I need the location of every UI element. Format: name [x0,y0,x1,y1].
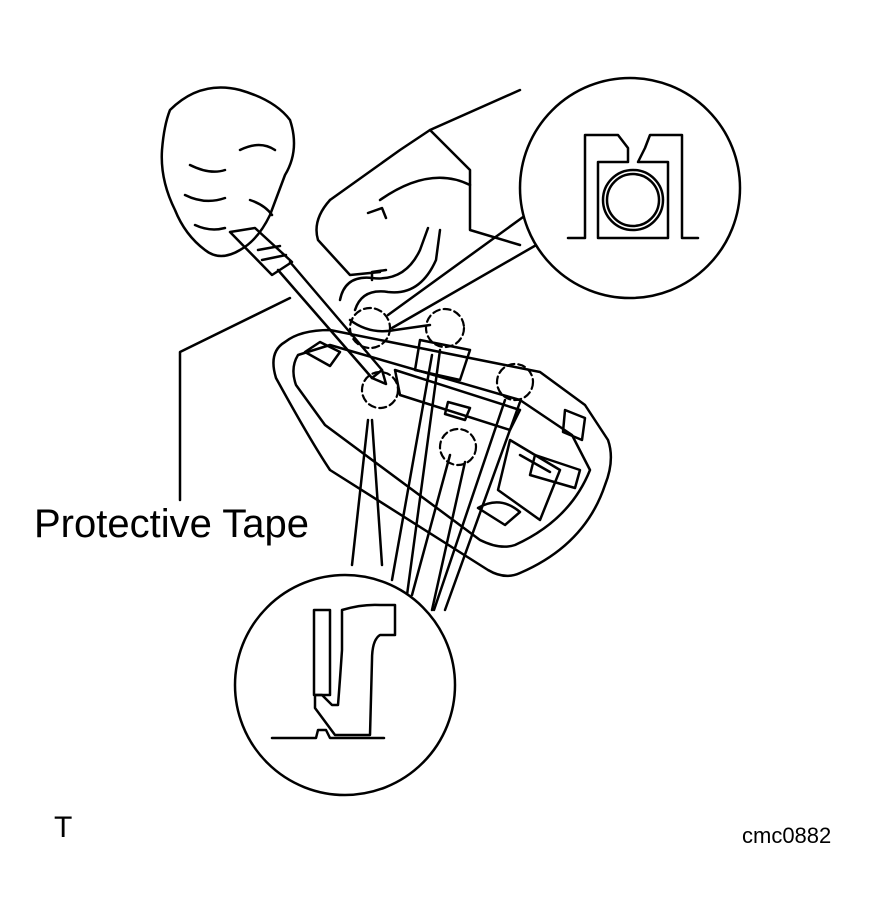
detail-circle-top [518,76,742,300]
figure-code: cmc0882 [742,823,832,848]
tape-leader-line [178,296,292,502]
headliner-outline [315,88,522,277]
hand [160,86,296,258]
corner-letter: T [54,811,73,844]
claw-marker-1 [348,306,392,350]
claw-marker-2 [424,307,466,349]
claw-markers [348,306,535,467]
wire-harness [338,226,442,333]
bottom-detail-leaders [350,348,522,612]
claw-marker-5 [495,362,535,402]
top-detail-leaders [386,210,547,330]
lamp-assembly [272,328,613,578]
claw-marker-4 [438,427,478,467]
detail-circle-bottom [233,573,457,797]
protective-tape-label: Protective Tape [34,502,309,546]
screwdriver [228,226,388,386]
claw-marker-3 [360,370,400,410]
